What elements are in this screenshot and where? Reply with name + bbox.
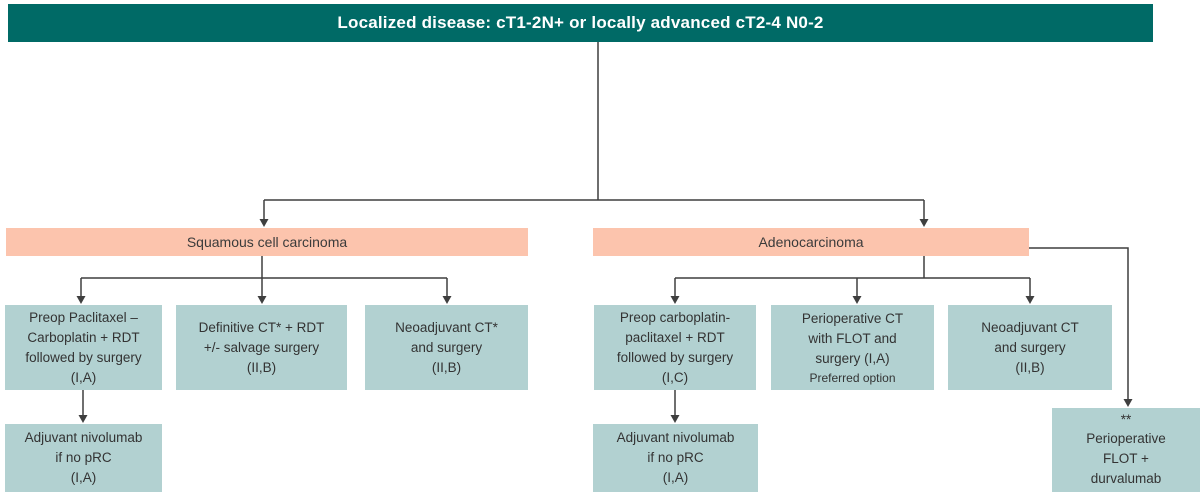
option-ad-perioperative-flot: Perioperative CT with FLOT and surgery (… xyxy=(771,305,934,390)
double-asterisk-footnote-marker: ** xyxy=(1120,412,1132,427)
option-sq-preop-paclitaxel-carboplatin-rdt: Preop Paclitaxel – Carboplatin + RDT fol… xyxy=(5,305,162,390)
option-text: Perioperative CT with FLOT and surgery (… xyxy=(801,310,904,366)
option-ad-neoadjuvant-ct-surgery: Neoadjuvant CT and surgery (II,B) xyxy=(948,305,1112,390)
option-ad-perioperative-flot-durvalumab: ** Perioperative FLOT + durvalumab xyxy=(1052,408,1200,492)
option-sq-definitive-ct-rdt: Definitive CT* + RDT +/- salvage surgery… xyxy=(176,305,347,390)
option-text: Perioperative FLOT + durvalumab xyxy=(1086,431,1166,486)
option-ad-preop-carboplatin-paclitaxel-rdt: Preop carboplatin- paclitaxel + RDT foll… xyxy=(594,305,756,390)
preferred-option-note: Preferred option xyxy=(809,370,896,385)
header-localized-disease: Localized disease: cT1-2N+ or locally ad… xyxy=(8,4,1153,42)
option-sq-neoadjuvant-ct-surgery: Neoadjuvant CT* and surgery (II,B) xyxy=(365,305,528,390)
branch-squamous-cell-carcinoma: Squamous cell carcinoma xyxy=(6,228,528,256)
option-ad-adjuvant-nivolumab: Adjuvant nivolumab if no pRC (I,A) xyxy=(593,424,758,492)
option-sq-adjuvant-nivolumab: Adjuvant nivolumab if no pRC (I,A) xyxy=(5,424,162,492)
branch-adenocarcinoma: Adenocarcinoma xyxy=(593,228,1029,256)
